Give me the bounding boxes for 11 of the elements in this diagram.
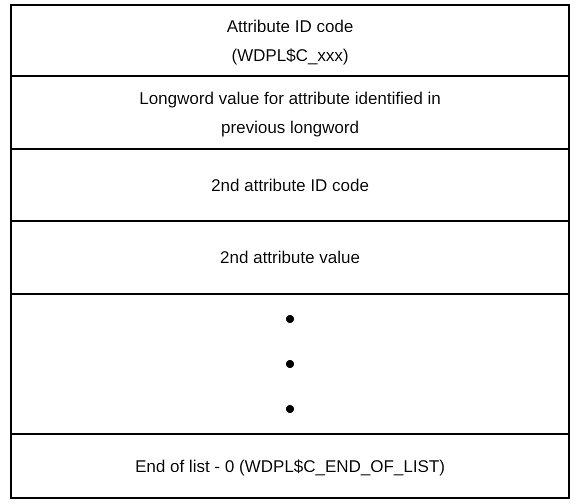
row-label: 2nd attribute value xyxy=(220,247,360,269)
memory-row-box xyxy=(10,75,570,150)
memory-row-box xyxy=(10,148,570,222)
row-label: End of list - 0 (WDPL$C_END_OF_LIST) xyxy=(135,456,445,478)
row-label: 2nd attribute ID code xyxy=(211,174,369,196)
memory-row-box xyxy=(10,433,570,499)
row-label: Attribute ID code (WDPL$C_xxx) xyxy=(226,16,354,66)
memory-row-box xyxy=(10,4,570,77)
row-label: Longword value for attribute identified in previous longword xyxy=(138,88,442,138)
memory-row-box xyxy=(10,220,570,295)
memory-row-box xyxy=(10,293,570,435)
